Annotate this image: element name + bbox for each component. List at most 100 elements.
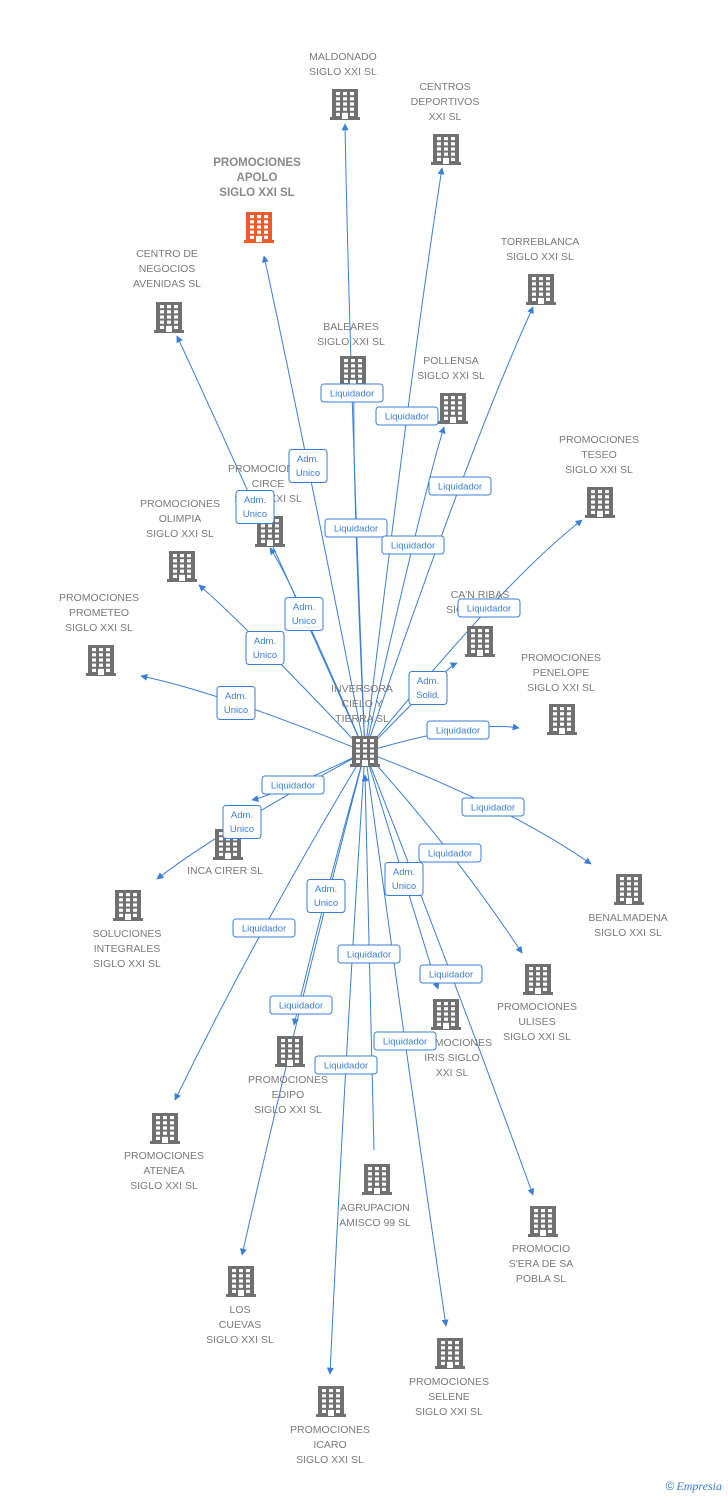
building-icon xyxy=(316,1386,346,1417)
edge-label-centros[interactable]: Liquidador xyxy=(375,406,439,426)
node-label: BALEARES xyxy=(323,321,378,333)
node-torreblanca[interactable]: TORREBLANCA SIGLO XXI SL xyxy=(501,236,580,305)
node-label: CIELO Y xyxy=(341,698,382,710)
edge-label-box xyxy=(306,879,346,913)
node-label: PROMOCIO xyxy=(512,1243,570,1255)
node-label: SIGLO XXI SL xyxy=(565,464,633,476)
edge-label-inca[interactable]: Liquidador xyxy=(261,775,325,795)
node-sera[interactable]: PROMOCIO S'ERA DE SA POBLA SL xyxy=(509,1206,573,1285)
node-label: ICARO xyxy=(313,1439,346,1451)
edge-label-box xyxy=(381,535,445,555)
edge-label-text: Liquidador xyxy=(347,950,391,961)
node-label: TESEO xyxy=(581,449,617,461)
edge-label-text: Adm. xyxy=(417,676,439,687)
building-icon xyxy=(528,1206,558,1237)
building-icon xyxy=(362,1164,392,1195)
edge-label-penelope[interactable]: Liquidador xyxy=(426,720,490,740)
edge-label-text: Liquidador xyxy=(324,1061,368,1072)
edge-label-icaro[interactable]: Liquidador xyxy=(314,1055,378,1075)
edge-label-iris[interactable]: Adm.Unico xyxy=(384,862,424,896)
edge-label-text: Unico xyxy=(296,468,320,479)
node-label: PROMOCIONES xyxy=(521,652,601,664)
edge-label-sera[interactable]: Liquidador xyxy=(419,964,483,984)
brand-logo[interactable]: Empresia xyxy=(676,1479,722,1493)
node-label: PROMOCIONES xyxy=(248,1074,328,1086)
edge-label-text: Unico xyxy=(230,824,254,835)
edge-label-selene[interactable]: Liquidador xyxy=(373,1031,437,1051)
node-label: AVENIDAS SL xyxy=(133,278,201,290)
edge-label-box xyxy=(314,1055,378,1075)
building-icon xyxy=(350,736,380,767)
building-icon xyxy=(465,626,495,657)
node-label: BENALMADENA xyxy=(588,912,667,924)
edge-label-text: Liquidador xyxy=(330,389,374,400)
edge-label-maldonado[interactable]: Liquidador xyxy=(320,383,384,403)
edge-label-benalmadena[interactable]: Liquidador xyxy=(461,797,525,817)
edge-label-box xyxy=(408,671,448,705)
building-icon xyxy=(338,356,368,387)
node-label: PROMOCIONES xyxy=(228,463,308,475)
edge-label-box xyxy=(245,631,285,665)
edge-label-soluciones[interactable]: Adm.Unico xyxy=(222,805,262,839)
edge-label-canribas[interactable]: Adm.Solid. xyxy=(408,671,448,705)
edge-label-centro_negocios[interactable]: Adm.Unico xyxy=(235,490,275,524)
node-label: PROMOCIONES xyxy=(497,1001,577,1013)
edge-label-text: Unico xyxy=(392,881,416,892)
edge-label-amisco[interactable]: Liquidador xyxy=(337,944,401,964)
building-icon xyxy=(614,874,644,905)
node-label: IRIS SIGLO xyxy=(424,1052,479,1064)
building-icon xyxy=(431,134,461,165)
edge-label-text: Unico xyxy=(243,509,267,520)
node-label: PROMETEO xyxy=(69,607,129,619)
edge-label-edipo[interactable]: Adm.Unico xyxy=(306,879,346,913)
building-icon xyxy=(86,645,116,676)
edge-label-box xyxy=(373,1031,437,1051)
edge-label-teseo[interactable]: Liquidador xyxy=(457,598,521,618)
edge-label-text: Unico xyxy=(292,616,316,627)
edge-label-text: Liquidador xyxy=(471,803,515,814)
edge-label-apolo[interactable]: Adm.Unico xyxy=(288,449,328,483)
edge-label-text: Unico xyxy=(314,898,338,909)
edge-label-cuevas[interactable]: Liquidador xyxy=(269,995,333,1015)
node-label: S'ERA DE SA xyxy=(509,1258,573,1270)
node-label: SIGLO XXI SL xyxy=(296,1454,364,1466)
edge-label-olimpia[interactable]: Adm.Unico xyxy=(245,631,285,665)
edge-label-box xyxy=(461,797,525,817)
node-label: SIGLO XXI SL xyxy=(506,251,574,263)
edge-label-box xyxy=(320,383,384,403)
node-label: POBLA SL xyxy=(516,1273,566,1285)
edge-label-ulises[interactable]: Liquidador xyxy=(418,843,482,863)
edge-label-text: Adm. xyxy=(225,691,247,702)
edge-label-prometeo[interactable]: Adm.Unico xyxy=(216,686,256,720)
edge-label-circe[interactable]: Adm.Unico xyxy=(284,597,324,631)
edge-maldonado xyxy=(341,123,366,753)
edge-label-pollensa[interactable]: Liquidador xyxy=(381,535,445,555)
edge-label-torreblanca[interactable]: Liquidador xyxy=(428,476,492,496)
edge-label-box xyxy=(419,964,483,984)
building-icon xyxy=(523,964,553,995)
node-label: CIRCE xyxy=(252,478,285,490)
edge-label-text: Liquidador xyxy=(242,924,286,935)
edge-label-baleares[interactable]: Liquidador xyxy=(324,518,388,538)
node-label: TORREBLANCA xyxy=(501,236,580,248)
edge-label-atenea[interactable]: Liquidador xyxy=(232,918,296,938)
